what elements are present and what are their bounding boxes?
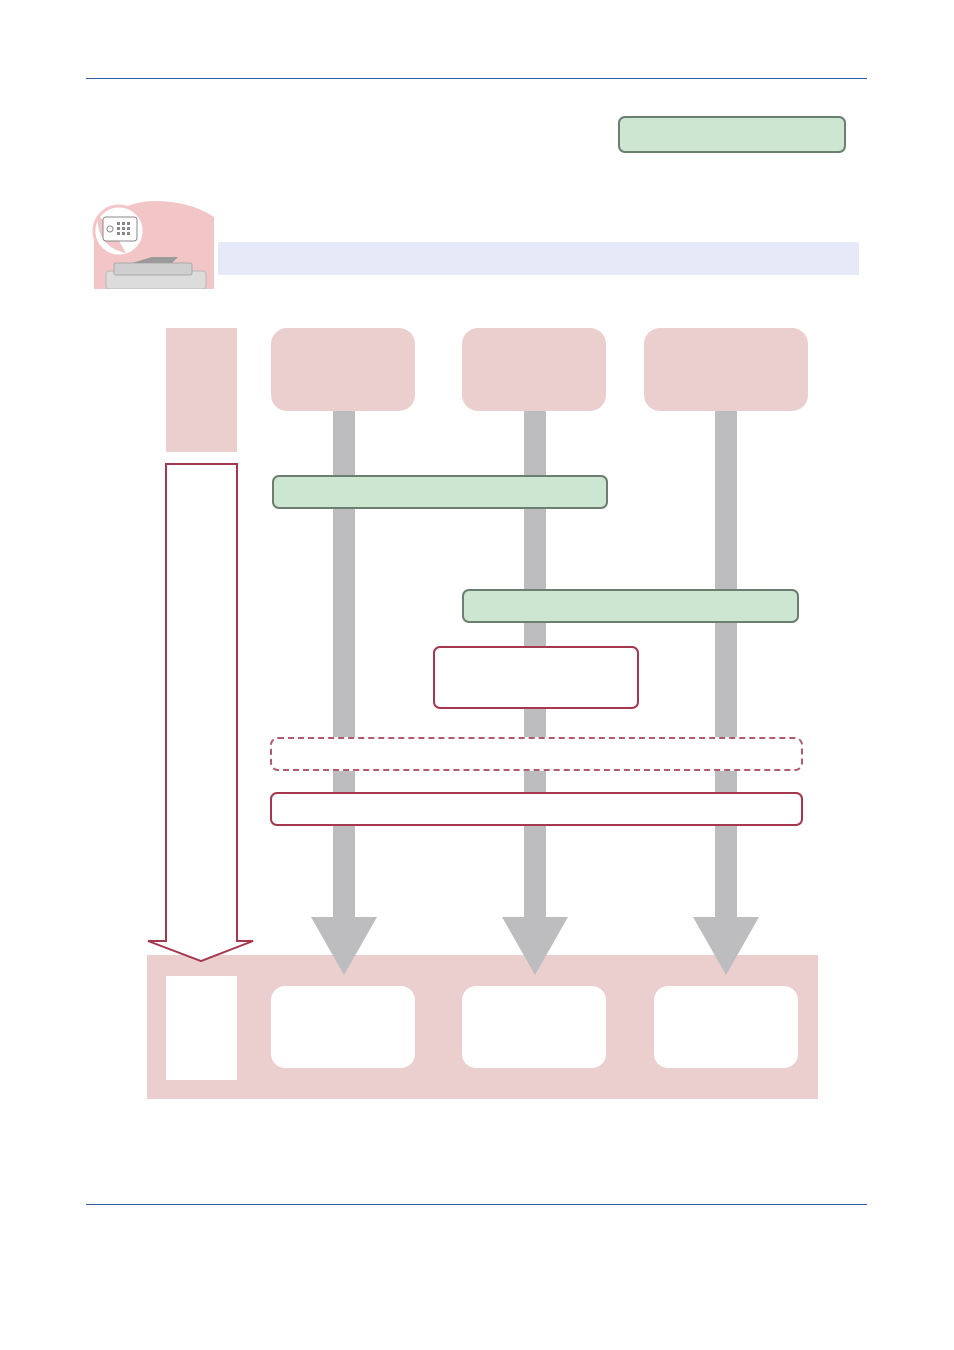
column-3-shaft [715, 410, 737, 920]
section-title-band [218, 242, 859, 275]
step-3-box [433, 646, 639, 709]
header-rule [86, 78, 867, 79]
column-1-result [271, 986, 415, 1068]
column-2-result [462, 986, 606, 1068]
final-step-box [270, 792, 803, 826]
column-2-arrowhead [502, 917, 568, 975]
step-1-box [272, 475, 608, 509]
column-3-result [654, 986, 798, 1068]
optional-step-box [270, 737, 803, 771]
column-3-head [644, 328, 808, 411]
column-3-arrowhead [693, 917, 759, 975]
side-label-bottom-box [166, 976, 237, 1080]
column-1-arrowhead [311, 917, 377, 975]
column-2-head [462, 328, 606, 411]
step-2-box [462, 589, 799, 623]
column-1-head [271, 328, 415, 411]
fax-icon [92, 201, 216, 290]
flow-down-arrow [147, 463, 254, 963]
footer-rule [86, 1204, 867, 1205]
side-label-box [166, 328, 237, 452]
header-badge [618, 116, 846, 153]
